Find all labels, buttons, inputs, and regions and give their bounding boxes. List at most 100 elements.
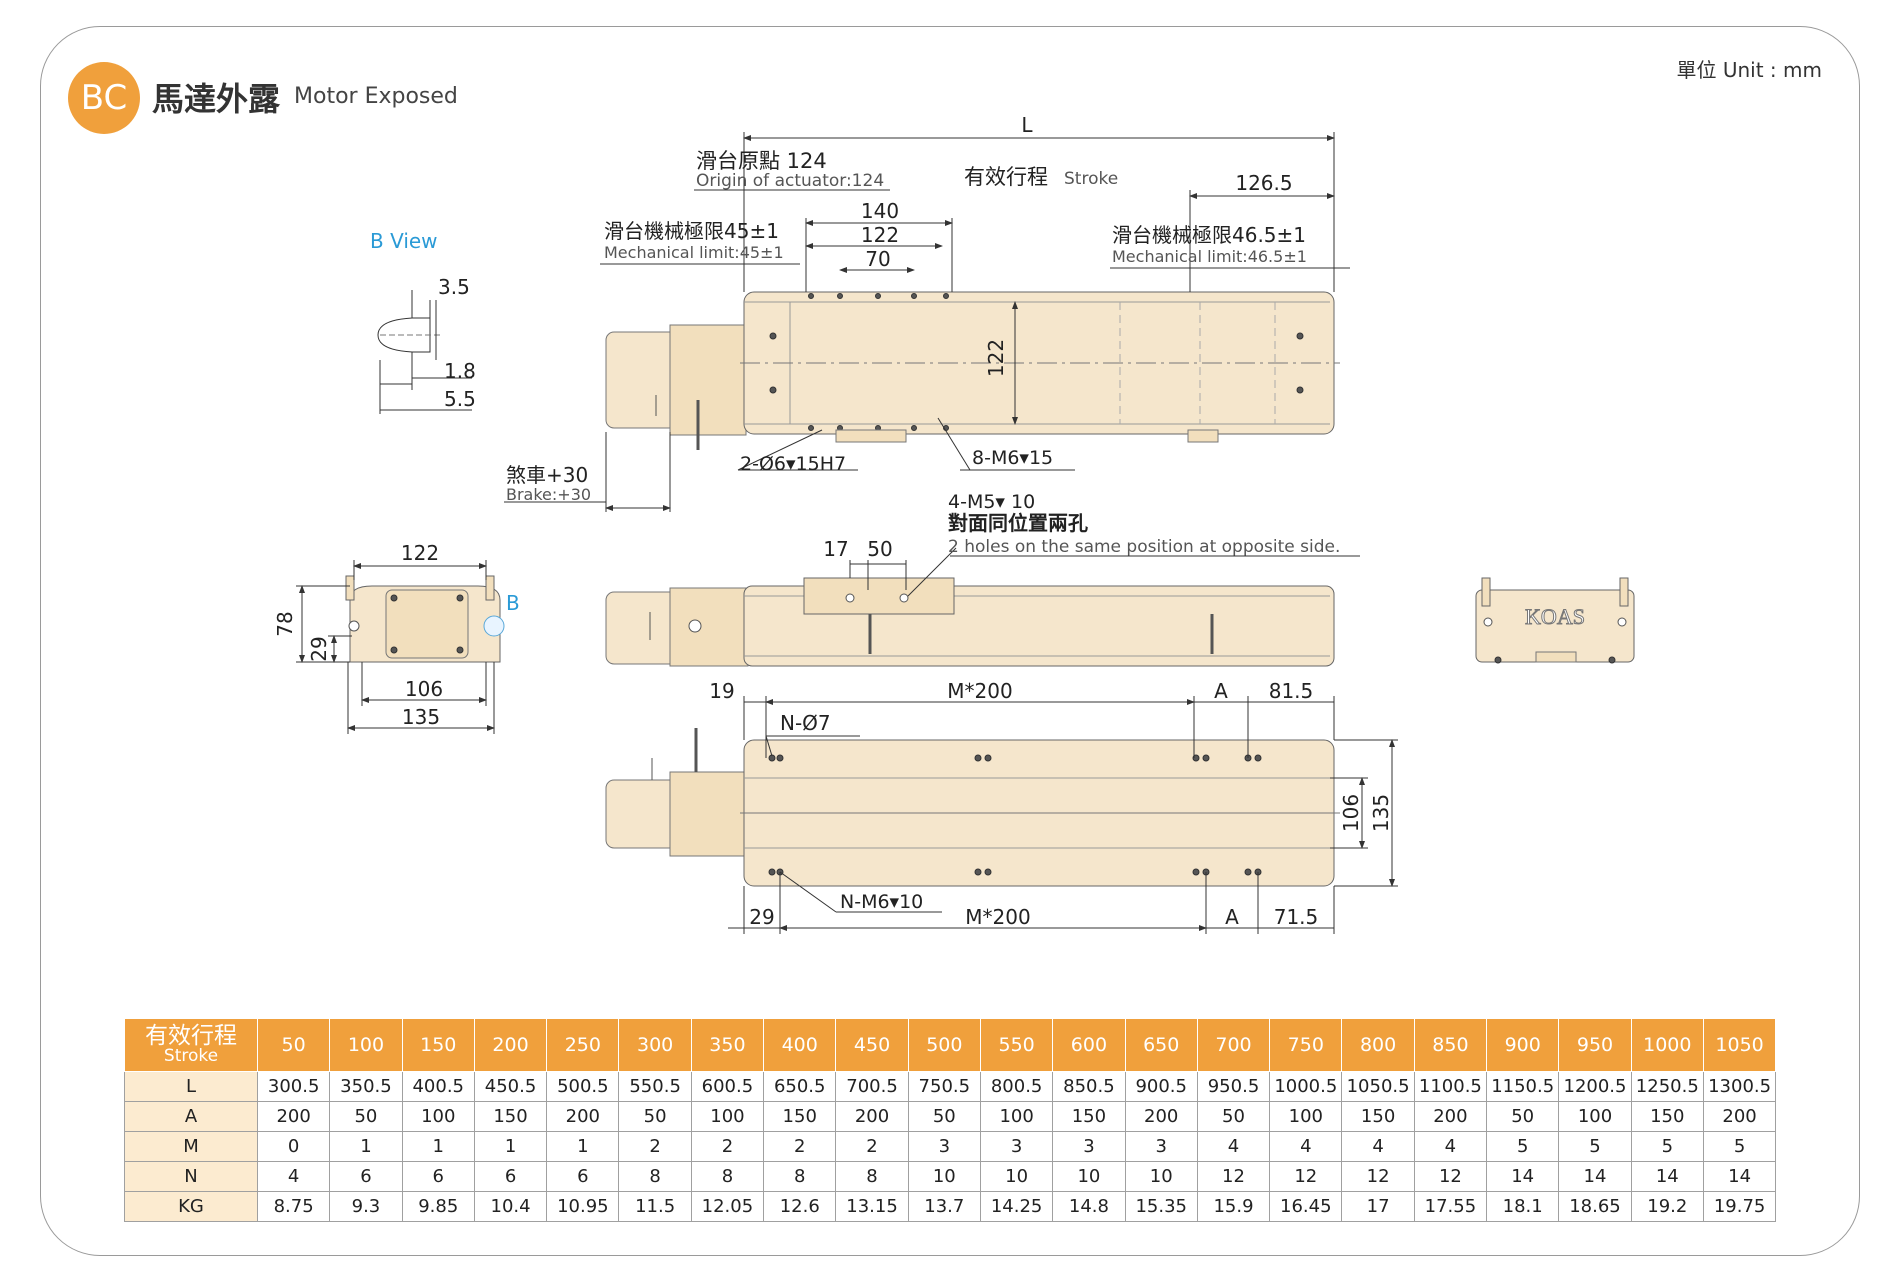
- table-cell: 14: [1630, 1161, 1704, 1192]
- bottom-dim-19: 19: [709, 679, 734, 703]
- stroke-value-cell: 850: [1413, 1018, 1488, 1072]
- table-cell: 12: [1413, 1161, 1488, 1192]
- table-cell: 19.2: [1630, 1191, 1704, 1222]
- stroke-value-cell: 400: [763, 1018, 837, 1072]
- table-cell: 1200.5: [1558, 1071, 1632, 1102]
- table-cell: 3: [1124, 1131, 1198, 1162]
- stroke-value-cell: 550: [979, 1018, 1054, 1072]
- b-view-title: B View: [370, 229, 438, 253]
- table-cell: 8: [618, 1161, 692, 1192]
- table-cell: 9.3: [329, 1191, 403, 1222]
- table-cell: 650.5: [763, 1071, 837, 1102]
- bottom-dim-29: 29: [749, 905, 774, 929]
- origin-label-zh: 滑台原點 124: [696, 149, 827, 173]
- mech-limit-right-zh: 滑台機械極限46.5±1: [1112, 223, 1306, 247]
- top-view: [504, 132, 1350, 512]
- table-cell: 15.35: [1124, 1191, 1198, 1222]
- stroke-value-cell: 250: [546, 1018, 620, 1072]
- table-cell: 6: [401, 1161, 475, 1192]
- table-cell: 200: [546, 1101, 620, 1132]
- side-dim-17: 17: [823, 537, 848, 561]
- table-cell: 17.55: [1413, 1191, 1488, 1222]
- table-cell: 1: [401, 1131, 475, 1162]
- stroke-value-cell: 500: [907, 1018, 981, 1072]
- table-cell: 50: [1196, 1101, 1271, 1132]
- table-cell: 14: [1702, 1161, 1777, 1192]
- table-cell: 200: [835, 1101, 909, 1132]
- table-cell: 4: [1341, 1131, 1415, 1162]
- table-cell: 100: [979, 1101, 1054, 1132]
- end-dim-135: 135: [402, 705, 440, 729]
- table-cell: 950.5: [1196, 1071, 1271, 1102]
- table-cell: 900.5: [1124, 1071, 1198, 1102]
- table-cell: 150: [1630, 1101, 1704, 1132]
- table-cell: 15.9: [1196, 1191, 1271, 1222]
- table-cell: 3: [1052, 1131, 1126, 1162]
- page-title-zh: 馬達外露: [152, 80, 281, 118]
- table-cell: 850.5: [1052, 1071, 1126, 1102]
- dim-122-top: 122: [861, 223, 899, 247]
- table-cell: 0: [256, 1131, 331, 1162]
- table-cell: 4: [1413, 1131, 1488, 1162]
- table-cell: 6: [546, 1161, 620, 1192]
- table-cell: 8: [835, 1161, 909, 1192]
- table-cell: 4: [256, 1161, 331, 1192]
- side-view: [605, 547, 1360, 667]
- b-view: [377, 290, 472, 414]
- table-cell: 10: [1124, 1161, 1198, 1192]
- unit-label: 單位 Unit : mm: [1676, 58, 1823, 82]
- table-cell: 16.45: [1269, 1191, 1343, 1222]
- table-cell: 17: [1341, 1191, 1415, 1222]
- table-cell: 150: [1052, 1101, 1126, 1132]
- end-view-b-marker: B: [506, 591, 520, 615]
- stroke-value-cell: 1050: [1702, 1018, 1777, 1072]
- table-cell: 50: [329, 1101, 403, 1132]
- table-cell: 12: [1196, 1161, 1271, 1192]
- dim-5-5: 5.5: [444, 387, 476, 411]
- origin-label-en: Origin of actuator:124: [696, 171, 884, 191]
- table-cell: 5: [1702, 1131, 1777, 1162]
- bottom-dim-71-5: 71.5: [1274, 905, 1319, 929]
- table-cell: 12.05: [690, 1191, 765, 1222]
- table-cell: 50: [618, 1101, 692, 1132]
- stroke-value-cell: 900: [1486, 1018, 1560, 1072]
- dim-122-vertical: 122: [984, 339, 1008, 377]
- m5-holes-label: 4-M5▾ 10: [948, 491, 1035, 513]
- table-cell: 100: [1558, 1101, 1632, 1132]
- table-cell: 1100.5: [1413, 1071, 1488, 1102]
- brake-label-en: Brake:+30: [506, 485, 591, 504]
- table-cell: 300.5: [256, 1071, 331, 1102]
- table-cell: 1: [329, 1131, 403, 1162]
- table-cell: 500.5: [546, 1071, 620, 1102]
- bottom-dim-81-5: 81.5: [1269, 679, 1314, 703]
- table-cell: 1050.5: [1341, 1071, 1415, 1102]
- bottom-dim-135: 135: [1369, 794, 1393, 832]
- table-cell: 50: [1486, 1101, 1560, 1132]
- table-cell: 8.75: [256, 1191, 331, 1222]
- table-cell: 150: [473, 1101, 548, 1132]
- table-cell: 750.5: [907, 1071, 981, 1102]
- table-cell: 350.5: [329, 1071, 403, 1102]
- table-cell: 2: [835, 1131, 909, 1162]
- table-cell: 6: [473, 1161, 548, 1192]
- koas-logo: KOAS: [1525, 604, 1585, 629]
- table-cell: 12.6: [763, 1191, 837, 1222]
- table-cell: 2: [690, 1131, 765, 1162]
- table-cell: 18.1: [1486, 1191, 1560, 1222]
- stroke-label-en: Stroke: [1064, 169, 1118, 189]
- stroke-value-cell: 650: [1124, 1018, 1198, 1072]
- table-cell: 4: [1269, 1131, 1343, 1162]
- table-cell: 11.5: [618, 1191, 692, 1222]
- mech-limit-left-en: Mechanical limit:45±1: [604, 243, 784, 262]
- bottom-dim-m200-bot: M*200: [965, 905, 1030, 929]
- table-cell: 18.65: [1558, 1191, 1632, 1222]
- brake-label-zh: 煞車+30: [506, 463, 588, 487]
- dim-1-8: 1.8: [444, 359, 476, 383]
- page-frame: [40, 26, 1860, 1256]
- tap-holes-label: 8-M6▾15: [972, 447, 1053, 469]
- table-cell: 5: [1486, 1131, 1560, 1162]
